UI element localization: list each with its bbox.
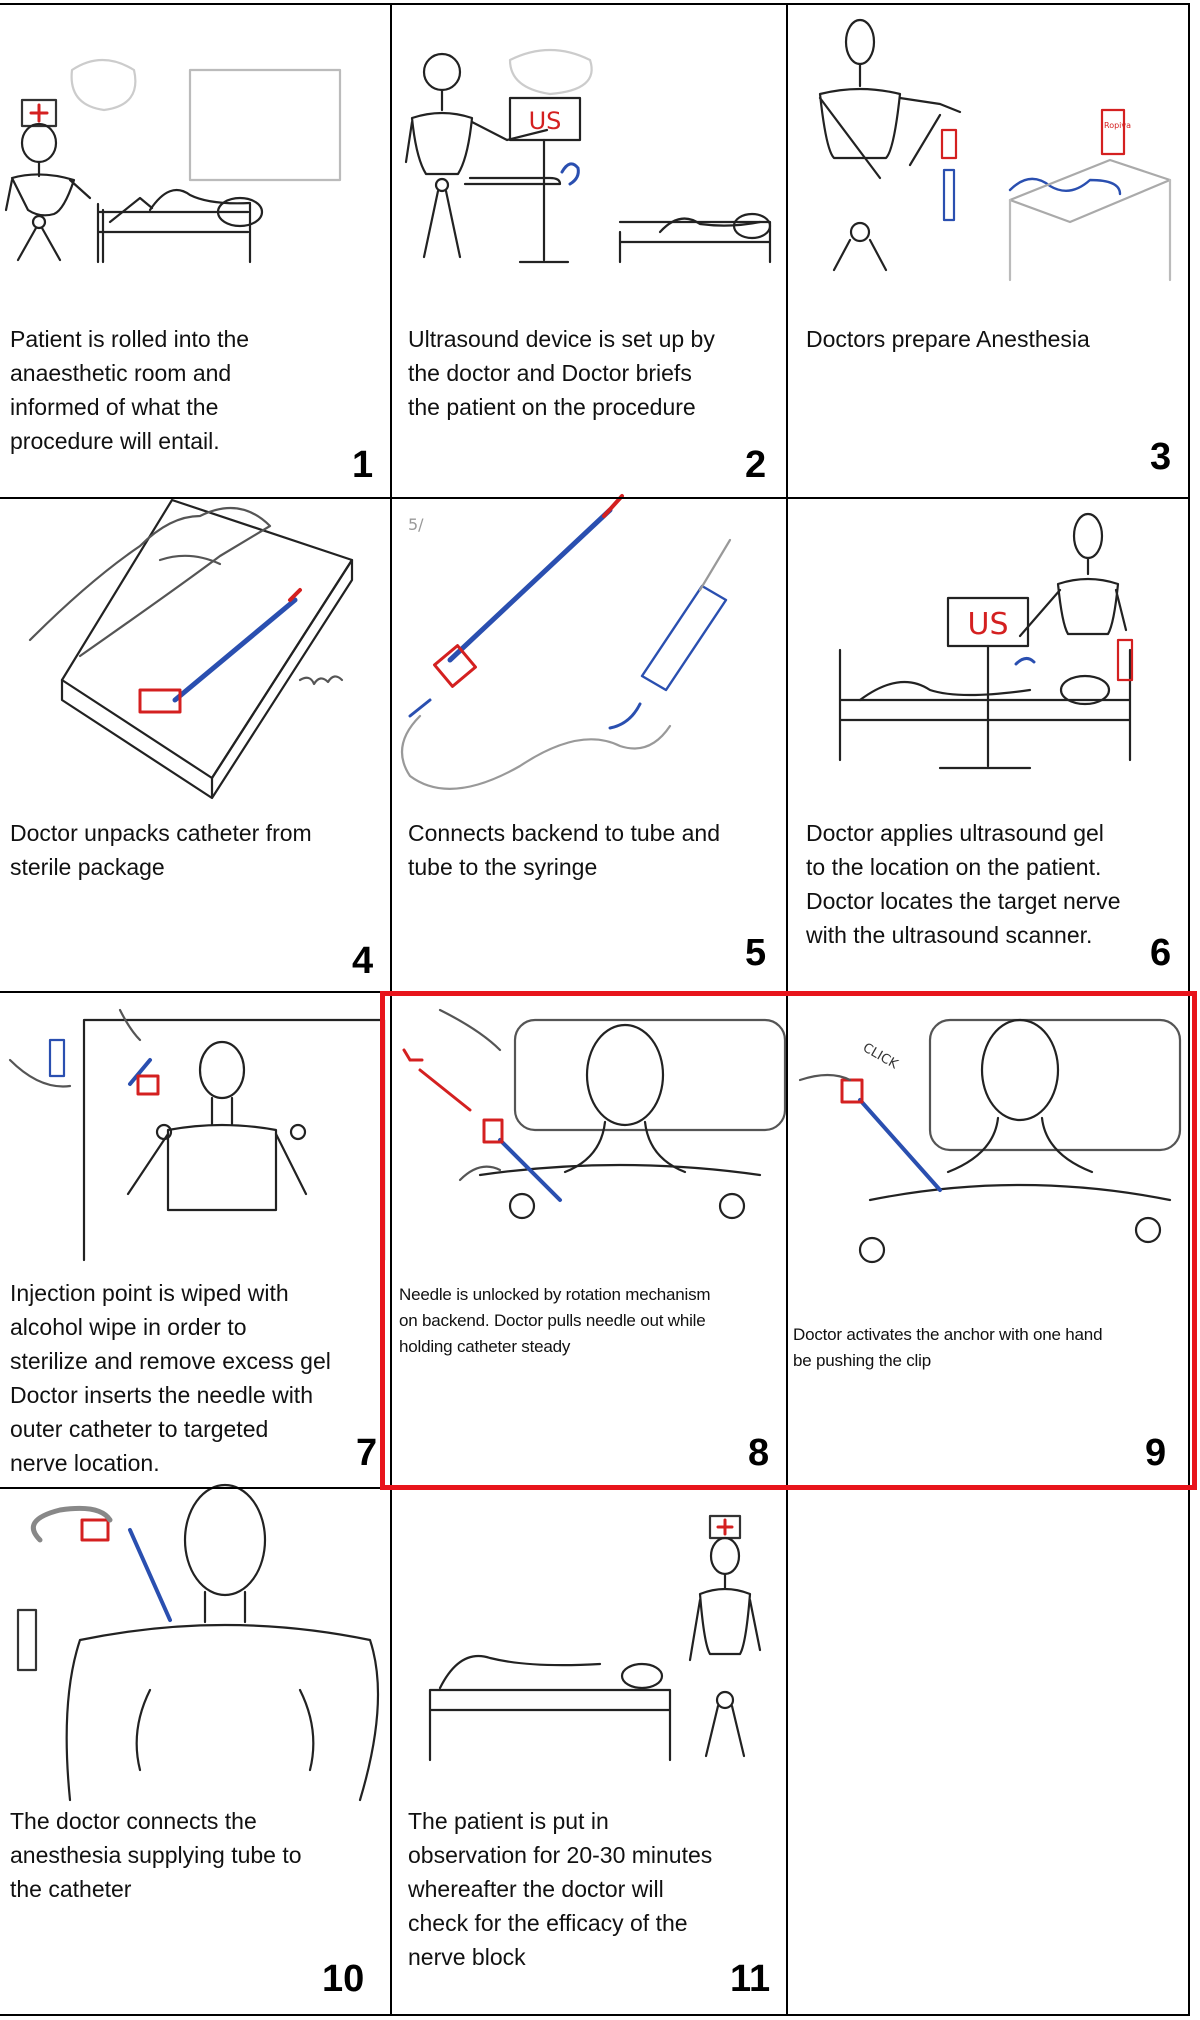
- us-sign-label: US: [529, 107, 562, 135]
- panel-2-sketch: [404, 48, 772, 264]
- grid-border-top: [0, 3, 1190, 5]
- panel-6-caption: Doctor applies ultrasound gel to the loc…: [806, 820, 1121, 948]
- panel-5-mark: 5/: [408, 515, 424, 534]
- panel-10-number: 10: [322, 1958, 365, 2000]
- panel-8-caption: Needle is unlocked by rotation mechanism…: [399, 1285, 711, 1356]
- panel-2-number: 2: [745, 444, 767, 486]
- panel-10-sketch: [16, 1483, 380, 1802]
- us-sign-label: US: [967, 607, 1008, 642]
- panel-4-caption: Doctor unpacks catheter from sterile pac…: [10, 820, 312, 880]
- panel-7-number: 7: [356, 1432, 378, 1474]
- panel-1-sketch: [4, 59, 342, 264]
- panel-6-sketch: [838, 512, 1134, 770]
- panel-1-caption: Patient is rolled into the anaesthetic r…: [10, 326, 250, 454]
- panel-4-sketch: [28, 498, 354, 800]
- panel-5-caption: Connects backend to tube and tube to the…: [408, 820, 721, 880]
- panel-11-caption: The patient is put in observation for 20…: [408, 1808, 713, 1970]
- panel-1-number: 1: [352, 444, 374, 486]
- grid-border-right: [1188, 3, 1190, 2015]
- bottle-label: Ropiva: [1104, 121, 1131, 130]
- grid-col-divider: [786, 3, 788, 2015]
- grid-row-divider: [0, 1487, 1190, 1489]
- panel-6-number: 6: [1150, 932, 1172, 974]
- panel-7-caption: Injection point is wiped with alcohol wi…: [10, 1280, 331, 1476]
- grid-row-divider: [0, 497, 1190, 499]
- panel-8-number: 8: [748, 1432, 770, 1474]
- grid-col-divider: [390, 3, 392, 2015]
- panel-3-caption: Doctors prepare Anesthesia: [806, 326, 1090, 352]
- panel-3-number: 3: [1150, 436, 1172, 478]
- panel-3-sketch: [818, 18, 1172, 282]
- grid-border-bottom: [0, 2014, 1190, 2016]
- panel-11-number: 11: [730, 1958, 771, 2000]
- panel-11-sketch: [428, 1514, 762, 1762]
- panel-9-sketch: [798, 1018, 1182, 1264]
- panel-9-number: 9: [1145, 1432, 1167, 1474]
- panel-9-caption: Doctor activates the anchor with one han…: [793, 1325, 1103, 1370]
- panel-5-number: 5: [745, 932, 767, 974]
- panel-10-caption: The doctor connects the anesthesia suppl…: [10, 1808, 302, 1902]
- panel-5-sketch: [400, 494, 732, 790]
- panel-7-sketch: [8, 1008, 386, 1262]
- click-label: CLICK: [860, 1040, 901, 1072]
- grid-row-divider: [0, 991, 1190, 993]
- panel-4-number: 4: [352, 940, 374, 982]
- panel-8-sketch: [402, 1008, 787, 1220]
- panel-2-caption: Ultrasound device is set up by the docto…: [408, 326, 715, 420]
